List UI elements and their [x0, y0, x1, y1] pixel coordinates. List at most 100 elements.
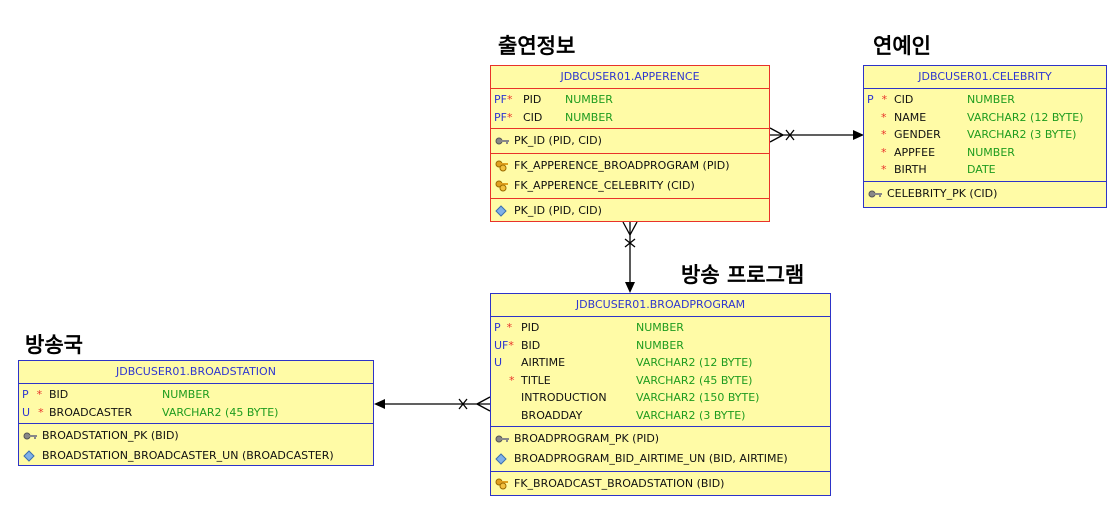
pk-label: BROADSTATION_PK (BID) [42, 429, 179, 442]
pk-constraint[interactable]: PK_ID (PID, CID) [491, 131, 769, 151]
column-row[interactable]: P* BID NUMBER [19, 386, 373, 404]
column-row[interactable]: * BIRTH DATE [864, 161, 1106, 179]
caption-broadstation: 방송국 [25, 333, 83, 357]
column-type: NUMBER [967, 145, 1015, 159]
caption-celebrity: 연예인 [873, 34, 931, 58]
column-row[interactable]: PF* CID NUMBER [491, 109, 769, 127]
column-name: CID [894, 93, 914, 106]
pk-label: BROADPROGRAM_PK (PID) [514, 432, 660, 445]
column-name: TITLE [521, 373, 551, 387]
entity-broadprogram[interactable]: JDBCUSER01.BROADPROGRAM P* PID NUMBER UF… [490, 293, 831, 496]
relationship-apperence-broadprogram[interactable] [622, 221, 638, 293]
key-marker: PF* [494, 93, 513, 106]
pk-constraint[interactable]: BROADSTATION_PK (BID) [19, 426, 373, 446]
pk-label: CELEBRITY_PK (CID) [887, 186, 998, 200]
entity-celebrity[interactable]: JDBCUSER01.CELEBRITY P* CID NUMBER * NAM… [863, 65, 1107, 208]
unique-constraint[interactable]: BROADPROGRAM_BID_AIRTIME_UN (BID, AIRTIM… [491, 449, 830, 469]
column-type: VARCHAR2 (12 BYTE) [636, 356, 753, 369]
foreign-key-icon [495, 160, 508, 172]
entity-title: JDBCUSER01.BROADPROGRAM [491, 294, 830, 317]
column-row[interactable]: U AIRTIME VARCHAR2 (12 BYTE) [491, 354, 830, 372]
column-row[interactable]: P* CID NUMBER [864, 91, 1106, 109]
foreign-key-icon [495, 478, 508, 490]
column-row[interactable]: PF* PID NUMBER [491, 91, 769, 109]
index-label: PK_ID (PID, CID) [514, 204, 602, 217]
column-row[interactable]: * TITLE VARCHAR2 (45 BYTE) [491, 372, 830, 390]
unique-label: BROADPROGRAM_BID_AIRTIME_UN (BID, AIRTIM… [514, 452, 788, 465]
column-row[interactable]: INTRODUCTION VARCHAR2 (150 BYTE) [491, 389, 830, 407]
column-name: PID [523, 93, 542, 106]
entity-apperence[interactable]: JDBCUSER01.APPERENCE PF* PID NUMBER PF* … [490, 65, 770, 222]
column-row[interactable]: P* PID NUMBER [491, 319, 830, 337]
key-icon [495, 137, 509, 145]
pk-section: BROADSTATION_PK (BID) BROADSTATION_BROAD… [19, 424, 373, 468]
key-marker: * [881, 145, 887, 159]
column-name: BROADCASTER [49, 405, 133, 419]
column-type: VARCHAR2 (12 BYTE) [967, 110, 1084, 124]
column-type: NUMBER [636, 338, 684, 352]
pk-section: CELEBRITY_PK (CID) [864, 182, 1106, 206]
index-diamond-icon [495, 205, 507, 217]
column-name: GENDER [894, 128, 941, 141]
column-name: INTRODUCTION [521, 391, 607, 404]
fk-constraint[interactable]: FK_BROADCAST_BROADSTATION (BID) [491, 474, 830, 494]
column-type: VARCHAR2 (45 BYTE) [162, 405, 279, 419]
key-icon [23, 432, 37, 440]
column-row[interactable]: * NAME VARCHAR2 (12 BYTE) [864, 109, 1106, 127]
column-name: CID [523, 110, 543, 124]
column-type: VARCHAR2 (3 BYTE) [636, 408, 746, 422]
key-marker: U [494, 356, 503, 369]
key-marker: * [509, 373, 515, 387]
entity-title: JDBCUSER01.BROADSTATION [19, 361, 373, 384]
column-type: NUMBER [565, 110, 613, 124]
column-type: NUMBER [967, 93, 1015, 106]
key-marker: UF* [494, 338, 514, 352]
pk-constraint[interactable]: BROADPROGRAM_PK (PID) [491, 429, 830, 449]
columns-section: P* PID NUMBER UF* BID NUMBER U AIRTIME V… [491, 317, 830, 427]
column-row[interactable]: BROADDAY VARCHAR2 (3 BYTE) [491, 407, 830, 425]
index-diamond-icon [23, 450, 35, 462]
key-icon [495, 435, 509, 443]
column-name: APPFEE [894, 145, 936, 159]
column-name: NAME [894, 110, 927, 124]
foreign-key-icon [495, 180, 508, 192]
column-row[interactable]: UF* BID NUMBER [491, 337, 830, 355]
columns-section: P* BID NUMBER U* BROADCASTER VARCHAR2 (4… [19, 384, 373, 424]
column-name: AIRTIME [521, 356, 566, 369]
pk-label: PK_ID (PID, CID) [514, 134, 602, 147]
relationship-apperence-celebrity[interactable] [769, 127, 864, 143]
caption-broadprogram: 방송 프로그램 [681, 263, 805, 287]
column-row[interactable]: * GENDER VARCHAR2 (3 BYTE) [864, 126, 1106, 144]
column-name: BROADDAY [521, 408, 583, 422]
unique-label: BROADSTATION_BROADCASTER_UN (BROADCASTER… [42, 449, 334, 462]
key-marker: PF* [494, 110, 513, 124]
column-name: BIRTH [894, 163, 927, 176]
entity-broadstation[interactable]: JDBCUSER01.BROADSTATION P* BID NUMBER U*… [18, 360, 374, 466]
column-type: NUMBER [636, 321, 684, 334]
column-row[interactable]: U* BROADCASTER VARCHAR2 (45 BYTE) [19, 404, 373, 422]
fk-constraint[interactable]: FK_APPERENCE_BROADPROGRAM (PID) [491, 156, 769, 176]
column-name: BID [521, 338, 541, 352]
pk-constraint[interactable]: CELEBRITY_PK (CID) [864, 184, 1106, 204]
pk-section: BROADPROGRAM_PK (PID) BROADPROGRAM_BID_A… [491, 427, 830, 472]
unique-constraint[interactable]: BROADSTATION_BROADCASTER_UN (BROADCASTER… [19, 446, 373, 466]
fk-constraint[interactable]: FK_APPERENCE_CELEBRITY (CID) [491, 176, 769, 196]
key-marker: P* [494, 321, 513, 334]
column-type: VARCHAR2 (45 BYTE) [636, 373, 753, 387]
key-marker: * [881, 128, 887, 141]
fk-label: FK_APPERENCE_CELEBRITY (CID) [514, 179, 695, 192]
index-diamond-icon [495, 453, 507, 465]
column-type: NUMBER [162, 388, 210, 401]
columns-section: PF* PID NUMBER PF* CID NUMBER [491, 89, 769, 129]
key-marker: * [881, 110, 887, 124]
relationship-broadprogram-broadstation[interactable] [374, 396, 491, 412]
key-marker: U* [22, 405, 44, 419]
key-icon [868, 190, 882, 197]
column-row[interactable]: * APPFEE NUMBER [864, 144, 1106, 162]
column-type: VARCHAR2 (150 BYTE) [636, 391, 760, 404]
fk-section: FK_APPERENCE_BROADPROGRAM (PID) FK_APPER… [491, 154, 769, 199]
entity-title: JDBCUSER01.APPERENCE [491, 66, 769, 89]
index-item[interactable]: PK_ID (PID, CID) [491, 201, 769, 221]
caption-appearance: 출연정보 [498, 34, 576, 58]
